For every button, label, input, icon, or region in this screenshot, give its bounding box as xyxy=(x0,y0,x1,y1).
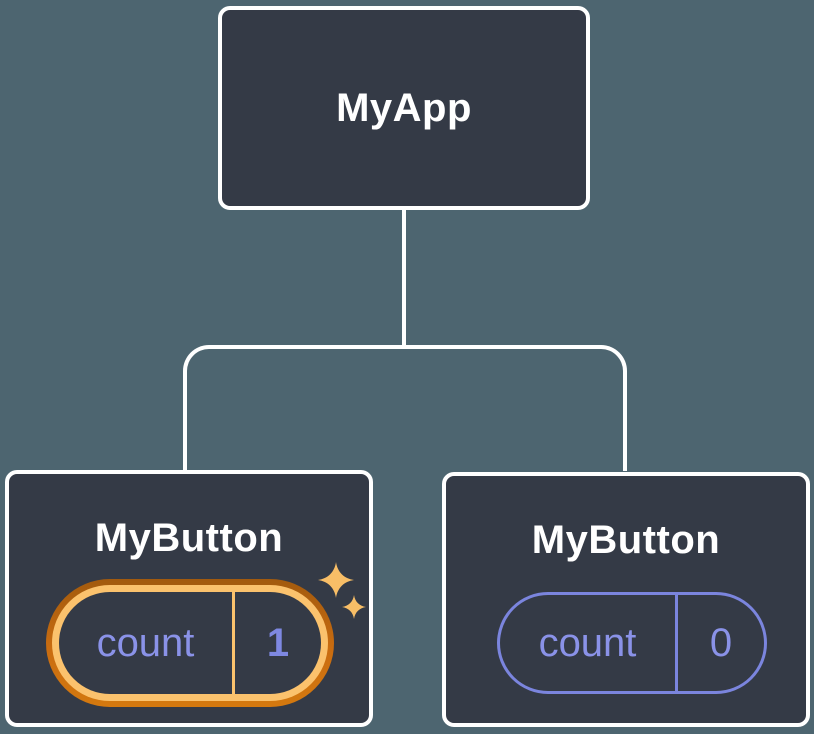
child-node-mybutton-right: MyButton count 0 xyxy=(442,472,810,727)
state-key-label: count xyxy=(96,620,195,665)
state-pill-gold-ring: count 1 xyxy=(52,585,328,701)
state-key-label: count xyxy=(538,620,637,665)
connector-root-stem xyxy=(402,208,406,349)
state-value: 0 xyxy=(709,620,733,665)
child-left-label: MyButton xyxy=(94,516,284,560)
state-pill-divider xyxy=(675,595,678,691)
state-pill-highlight-ring: count 1 xyxy=(46,579,334,707)
state-pill-left: count 1 xyxy=(59,592,321,694)
child-node-mybutton-left: MyButton count 1 xyxy=(5,470,373,727)
sparkle-icon xyxy=(318,562,354,598)
state-pill-divider xyxy=(232,592,235,694)
root-node-label: MyApp xyxy=(336,85,472,130)
connector-branch-bracket xyxy=(183,345,627,471)
root-node-myapp: MyApp xyxy=(218,6,590,210)
child-right-label: MyButton xyxy=(531,518,721,562)
sparkle-icon-small xyxy=(342,595,366,619)
state-value: 1 xyxy=(266,620,290,665)
state-pill-right: count 0 xyxy=(497,592,767,694)
